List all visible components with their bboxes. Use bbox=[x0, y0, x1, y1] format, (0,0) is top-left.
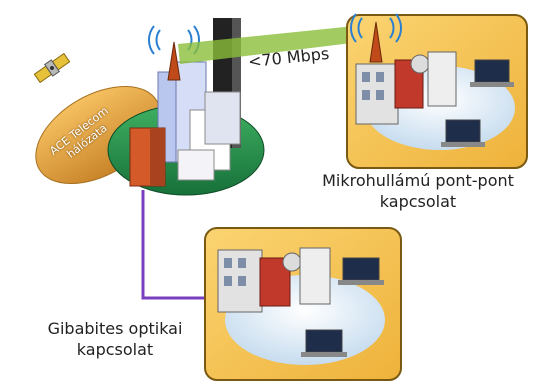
fiber-link-line bbox=[141, 190, 232, 300]
microwave-beam bbox=[178, 24, 376, 64]
fiber-caption: Gibabites optikai kapcsolat bbox=[10, 318, 220, 360]
fiber-caption-line2: kapcsolat bbox=[76, 340, 154, 359]
remote-antenna-icon bbox=[349, 13, 403, 63]
fiber-caption-line1: Gibabites optikai bbox=[47, 319, 183, 338]
satellite-icon bbox=[33, 52, 71, 84]
microwave-caption-line2: kapcsolat bbox=[379, 192, 457, 211]
microwave-caption: Mikrohullámú pont-pont kapcsolat bbox=[300, 170, 536, 212]
remote-site-fiber bbox=[204, 227, 402, 381]
central-antenna-icon bbox=[147, 25, 201, 81]
remote-site-microwave bbox=[346, 14, 528, 169]
microwave-caption-line1: Mikrohullámú pont-pont bbox=[322, 171, 514, 190]
